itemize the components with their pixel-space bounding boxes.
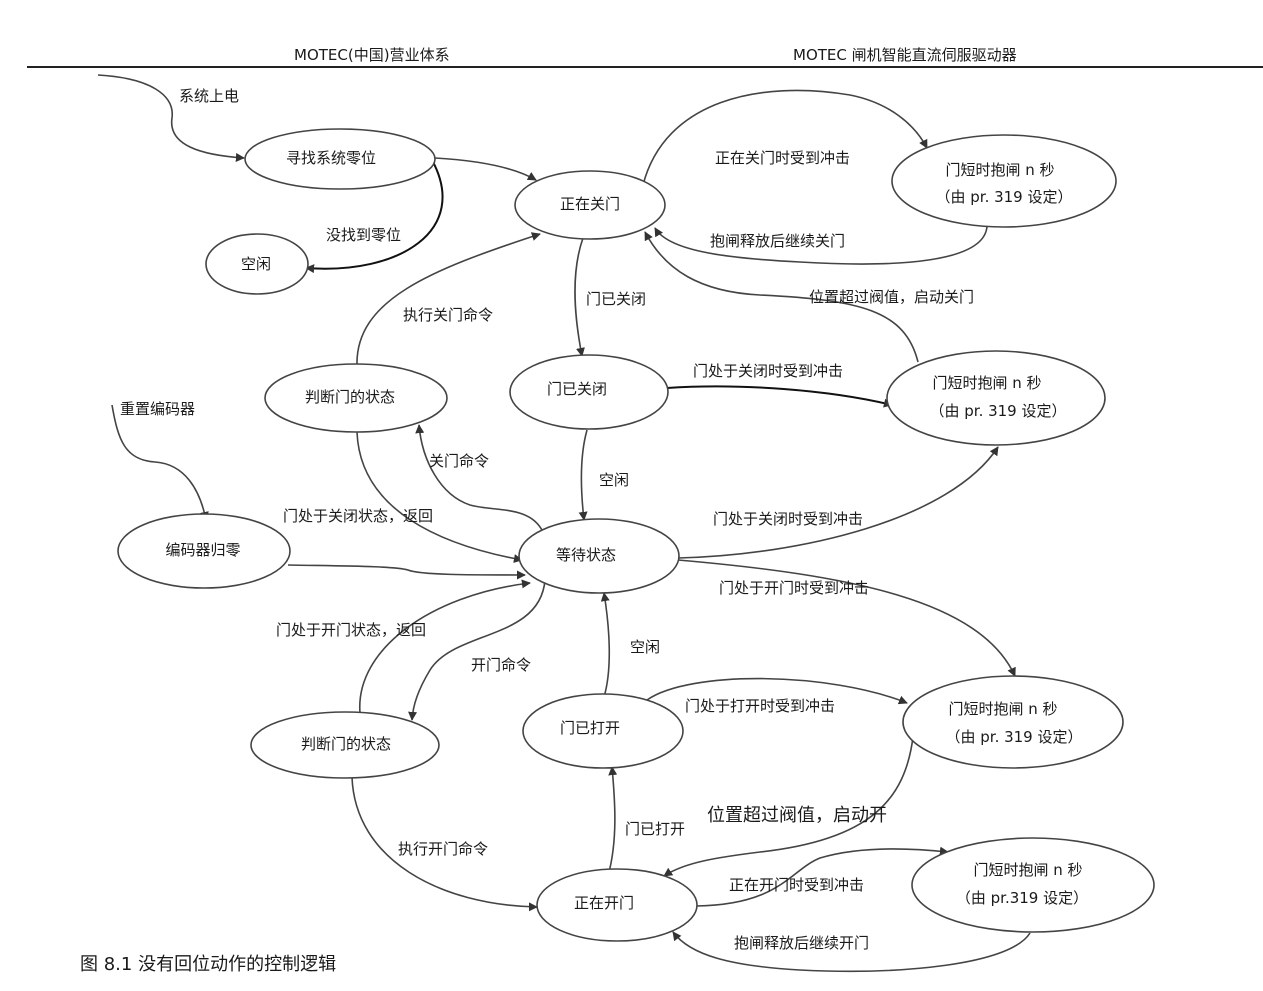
node-opened-label: 门已打开 bbox=[560, 719, 620, 737]
edge-label-closed-return: 门处于关闭状态，返回 bbox=[283, 507, 433, 525]
node-judge-top-label: 判断门的状态 bbox=[305, 388, 395, 406]
edge-impact-closed-2 bbox=[677, 446, 999, 559]
edge-exec-open bbox=[351, 776, 538, 912]
edge-label-door-opened: 门已打开 bbox=[625, 820, 685, 838]
node-closed bbox=[509, 354, 669, 430]
edge-release-open bbox=[672, 931, 1031, 972]
node-judge-bottom bbox=[250, 711, 440, 779]
edge-label-door-closed: 门已关闭 bbox=[586, 290, 646, 308]
edge-label-exec-close: 执行关门命令 bbox=[403, 306, 493, 324]
edge-label-idle-top: 空闲 bbox=[599, 471, 629, 489]
edge-idle-bottom bbox=[600, 592, 611, 698]
edge-label-threshold-close: 位置超过阀值，启动关门 bbox=[809, 288, 974, 306]
node-opened bbox=[522, 693, 684, 769]
node-brake-mid-line1: 门短时抱闸 n 秒 bbox=[932, 374, 1041, 392]
edge-label-no-zero: 没找到零位 bbox=[326, 226, 401, 244]
header-right: MOTEC 闸机智能直流伺服驱动器 bbox=[793, 46, 1017, 64]
node-idle-label: 空闲 bbox=[241, 255, 271, 273]
node-opening-label: 正在开门 bbox=[574, 894, 634, 912]
edge-power-on bbox=[97, 74, 245, 162]
edge-idle-top bbox=[578, 429, 588, 521]
edge-label-impact-opening: 正在开门时受到冲击 bbox=[729, 876, 864, 894]
figure-caption: 图 8.1 没有回位动作的控制逻辑 bbox=[80, 954, 337, 975]
node-brake-low-line1: 门短时抱闸 n 秒 bbox=[948, 700, 1057, 718]
edge-impact-opened bbox=[646, 677, 908, 705]
edge-exec-close bbox=[356, 232, 541, 367]
edge-release-close bbox=[654, 225, 988, 265]
edge-label-impact-closing: 正在关门时受到冲击 bbox=[715, 149, 850, 167]
header-rule bbox=[27, 66, 1263, 68]
node-judge-bottom-label: 判断门的状态 bbox=[301, 735, 391, 753]
edge-label-threshold-open: 位置超过阀值，启动开 bbox=[707, 805, 887, 826]
node-closed-label: 门已关闭 bbox=[547, 380, 607, 398]
edge-find-to-closing bbox=[434, 157, 537, 181]
node-brake-top bbox=[891, 134, 1117, 228]
edge-impact-closing bbox=[642, 89, 928, 186]
node-judge-top bbox=[264, 363, 448, 433]
node-brake-top-line1: 门短时抱闸 n 秒 bbox=[945, 161, 1054, 179]
edge-encoder-to-waiting bbox=[287, 564, 526, 580]
edge-label-exec-open: 执行开门命令 bbox=[398, 840, 488, 858]
edge-impact-closed bbox=[666, 385, 893, 408]
edge-label-release-close: 抱闸释放后继续关门 bbox=[710, 232, 845, 250]
edge-label-impact-closed-2: 门处于关闭时受到冲击 bbox=[713, 510, 863, 528]
edge-label-release-open: 抱闸释放后继续开门 bbox=[734, 934, 869, 952]
edge-label-impact-opened: 门处于打开时受到冲击 bbox=[685, 697, 835, 715]
node-brake-top-line2: （由 pr. 319 设定） bbox=[935, 188, 1072, 206]
node-find-zero-label: 寻找系统零位 bbox=[286, 149, 376, 167]
edge-impact-opening bbox=[695, 846, 949, 907]
node-encoder-zero-label: 编码器归零 bbox=[165, 541, 240, 559]
node-brake-bottom bbox=[911, 837, 1155, 933]
node-brake-bottom-line2: （由 pr.319 设定） bbox=[956, 889, 1088, 907]
node-brake-low bbox=[902, 675, 1124, 769]
edge-open-return bbox=[359, 579, 531, 714]
node-brake-mid-line2: （由 pr. 319 设定） bbox=[929, 402, 1066, 420]
node-opening bbox=[536, 868, 698, 942]
edge-reset-encoder bbox=[111, 404, 209, 521]
edge-door-closed bbox=[574, 237, 585, 357]
edge-threshold-open bbox=[663, 736, 914, 877]
node-find-zero bbox=[244, 128, 436, 190]
edge-no-zero bbox=[305, 159, 444, 274]
edge-threshold-close bbox=[644, 231, 919, 363]
node-idle bbox=[205, 233, 309, 295]
node-closing bbox=[514, 170, 666, 240]
node-closing-label: 正在关门 bbox=[560, 195, 620, 213]
edge-label-close-cmd: 关门命令 bbox=[429, 452, 489, 470]
edge-label-idle-bottom: 空闲 bbox=[630, 638, 660, 656]
edge-label-open-cmd: 开门命令 bbox=[471, 656, 531, 674]
edge-impact-open bbox=[677, 559, 1016, 677]
edge-label-impact-closed: 门处于关闭时受到冲击 bbox=[693, 362, 843, 380]
header-left: MOTEC(中国)营业体系 bbox=[294, 46, 450, 64]
edge-label-open-return: 门处于开门状态，返回 bbox=[276, 621, 426, 639]
edge-label-reset-encoder: 重置编码器 bbox=[120, 400, 195, 418]
edge-close-cmd bbox=[415, 424, 544, 533]
edge-closed-return bbox=[356, 431, 523, 563]
node-brake-bottom-line1: 门短时抱闸 n 秒 bbox=[973, 861, 1082, 879]
node-brake-mid bbox=[886, 350, 1106, 446]
node-brake-low-line2: （由 pr. 319 设定） bbox=[945, 728, 1082, 746]
edge-label-power-on: 系统上电 bbox=[179, 87, 239, 105]
node-waiting-label: 等待状态 bbox=[556, 546, 616, 564]
node-waiting bbox=[518, 518, 680, 594]
edge-door-opened bbox=[607, 766, 618, 877]
edge-label-impact-open: 门处于开门时受到冲击 bbox=[719, 579, 869, 597]
edge-open-cmd bbox=[408, 579, 546, 721]
node-encoder-zero bbox=[117, 513, 291, 589]
